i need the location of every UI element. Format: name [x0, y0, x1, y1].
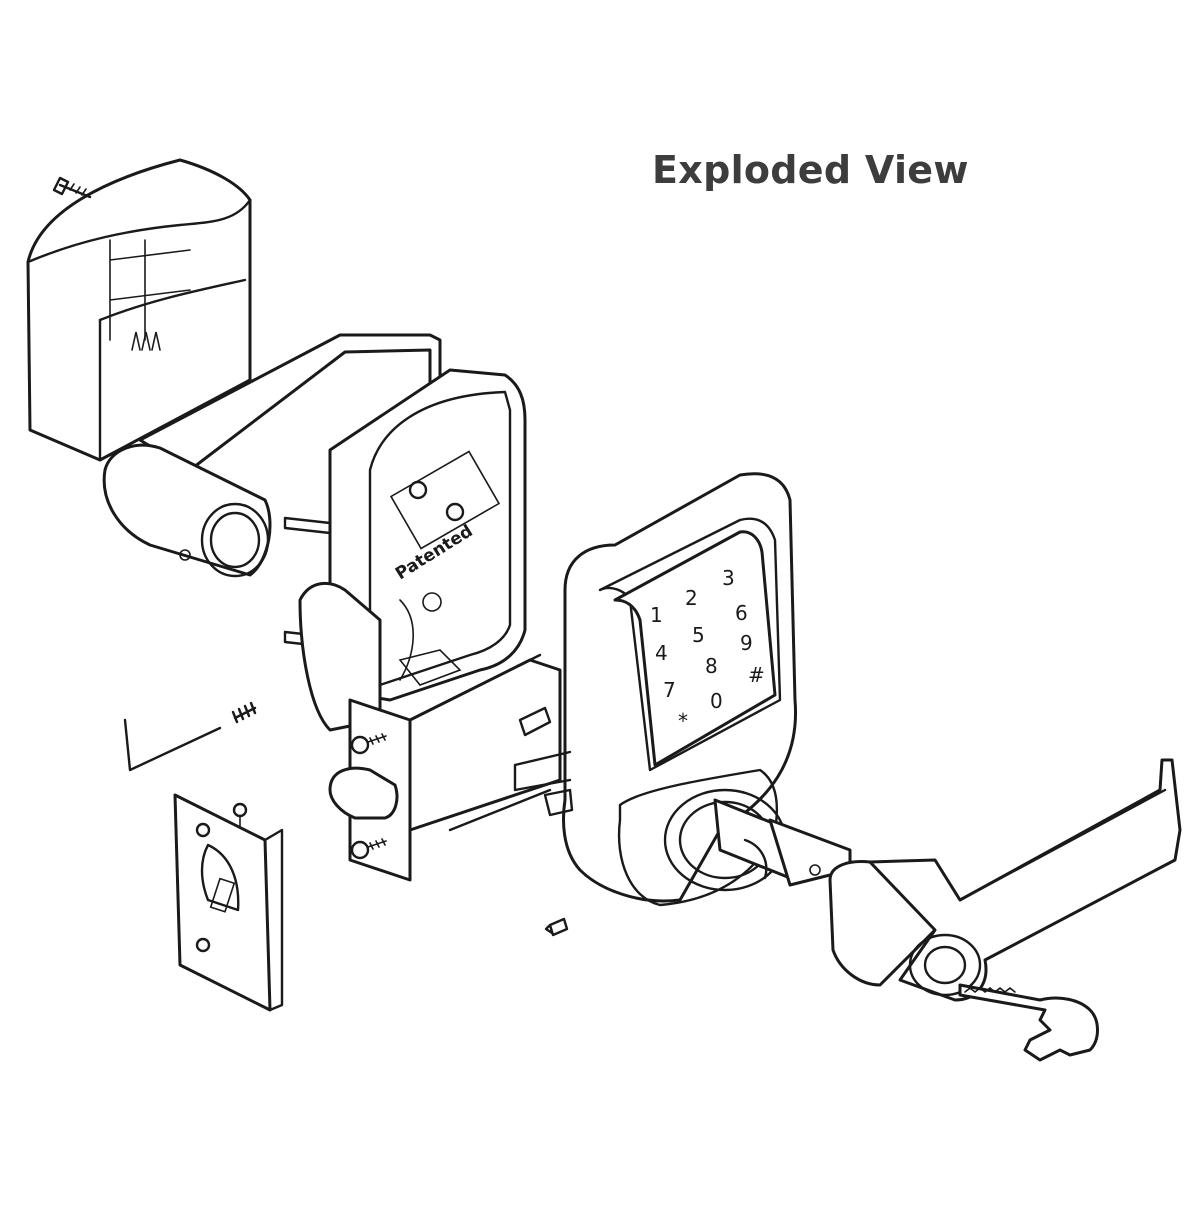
battery-cover-icon	[26, 158, 252, 462]
keypad-key: #	[748, 663, 765, 687]
keypad-key: 2	[685, 586, 698, 610]
strike-plate-icon	[173, 793, 284, 1012]
interior-lever-icon	[102, 333, 442, 578]
keypad-key: 7	[663, 678, 676, 702]
keypad-key: 6	[735, 601, 748, 625]
exterior-lever-icon	[828, 758, 1182, 1002]
keypad-key: 0	[710, 689, 723, 713]
latch-icon	[328, 653, 562, 882]
keypad-key: 9	[740, 631, 753, 655]
mounting-plate-icon: Patented	[283, 368, 527, 732]
keypad-unit-icon	[513, 472, 852, 907]
hex-wrench-icon	[123, 718, 222, 772]
set-screw-icon	[231, 701, 569, 937]
key-icon	[958, 983, 1099, 1062]
keypad-key: 1	[650, 603, 663, 627]
keypad-key: 3	[722, 566, 735, 590]
diagram-title: Exploded View	[652, 148, 969, 192]
keypad-key: *	[678, 709, 688, 733]
keypad-key: 4	[655, 641, 668, 665]
keypad-key: 5	[692, 623, 705, 647]
keypad-key: 8	[705, 654, 718, 678]
